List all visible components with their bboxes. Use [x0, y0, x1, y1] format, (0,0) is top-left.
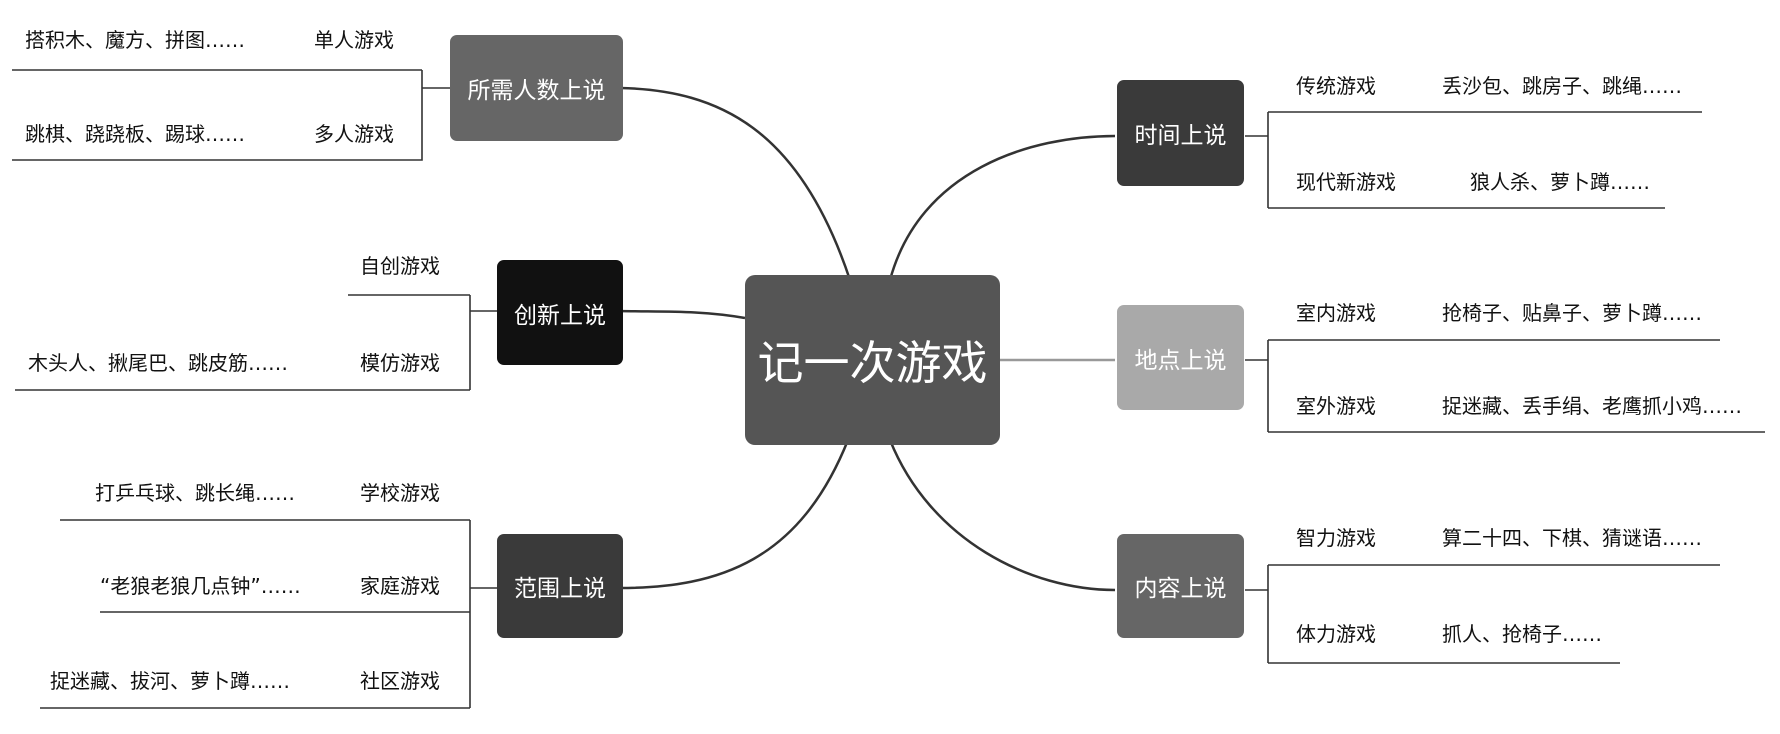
connector-content: [888, 439, 1116, 592]
people-single-examples: 搭积木、魔方、拼图……: [25, 28, 245, 52]
center-node-label: 记一次游戏: [757, 336, 988, 390]
content-body-examples: 抓人、抢椅子……: [1442, 622, 1602, 646]
innovation-imitate-category: 模仿游戏: [360, 351, 440, 375]
branch-scope: 范围上说: [497, 534, 623, 638]
innovation-self-category: 自创游戏: [360, 254, 440, 278]
scope-home-category: 家庭游戏: [360, 574, 440, 598]
branch-people-label: 所需人数上说: [467, 78, 606, 104]
people-single-category: 单人游戏: [314, 28, 394, 52]
branch-innovation: 创新上说: [497, 260, 623, 365]
branch-time: 时间上说: [1117, 80, 1244, 186]
connector-people: [619, 86, 852, 281]
center-node: 记一次游戏: [745, 275, 1000, 445]
connector-scope: [619, 439, 850, 590]
connector-innovation: [619, 309, 746, 320]
scope-home-examples: “老狼老狼几点钟”……: [100, 574, 301, 598]
content-body-category: 体力游戏: [1296, 622, 1376, 646]
branch-innovation-label: 创新上说: [514, 302, 606, 329]
place-indoor-category: 室内游戏: [1296, 301, 1376, 325]
time-modern-category: 现代新游戏: [1296, 170, 1396, 194]
place-outdoor-examples: 捉迷藏、丢手绢、老鹰抓小鸡……: [1442, 394, 1742, 418]
place-outdoor-category: 室外游戏: [1296, 394, 1376, 418]
connector-time: [888, 134, 1116, 281]
people-multi-examples: 跳棋、跷跷板、踢球……: [25, 122, 245, 146]
people-multi-category: 多人游戏: [314, 122, 394, 146]
time-traditional-examples: 丢沙包、跳房子、跳绳……: [1442, 74, 1682, 98]
branch-content: 内容上说: [1117, 534, 1244, 638]
content-mind-examples: 算二十四、下棋、猜谜语……: [1442, 526, 1702, 550]
branch-place: 地点上说: [1117, 305, 1244, 410]
time-modern-examples: 狼人杀、萝卜蹲……: [1470, 170, 1650, 194]
scope-school-examples: 打乒乓球、跳长绳……: [95, 481, 295, 505]
branch-scope-label: 范围上说: [514, 576, 606, 602]
branch-people: 所需人数上说: [450, 35, 623, 141]
content-mind-category: 智力游戏: [1296, 526, 1376, 550]
innovation-imitate-examples: 木头人、揪尾巴、跳皮筋……: [28, 351, 288, 375]
scope-community-category: 社区游戏: [360, 669, 440, 693]
time-traditional-category: 传统游戏: [1296, 74, 1376, 98]
scope-school-category: 学校游戏: [360, 481, 440, 505]
branch-content-label: 内容上说: [1134, 576, 1227, 602]
branch-place-label: 地点上说: [1134, 347, 1227, 374]
branch-time-label: 时间上说: [1134, 123, 1227, 149]
place-indoor-examples: 抢椅子、贴鼻子、萝卜蹲……: [1442, 301, 1702, 325]
scope-community-examples: 捉迷藏、拔河、萝卜蹲……: [50, 669, 290, 693]
